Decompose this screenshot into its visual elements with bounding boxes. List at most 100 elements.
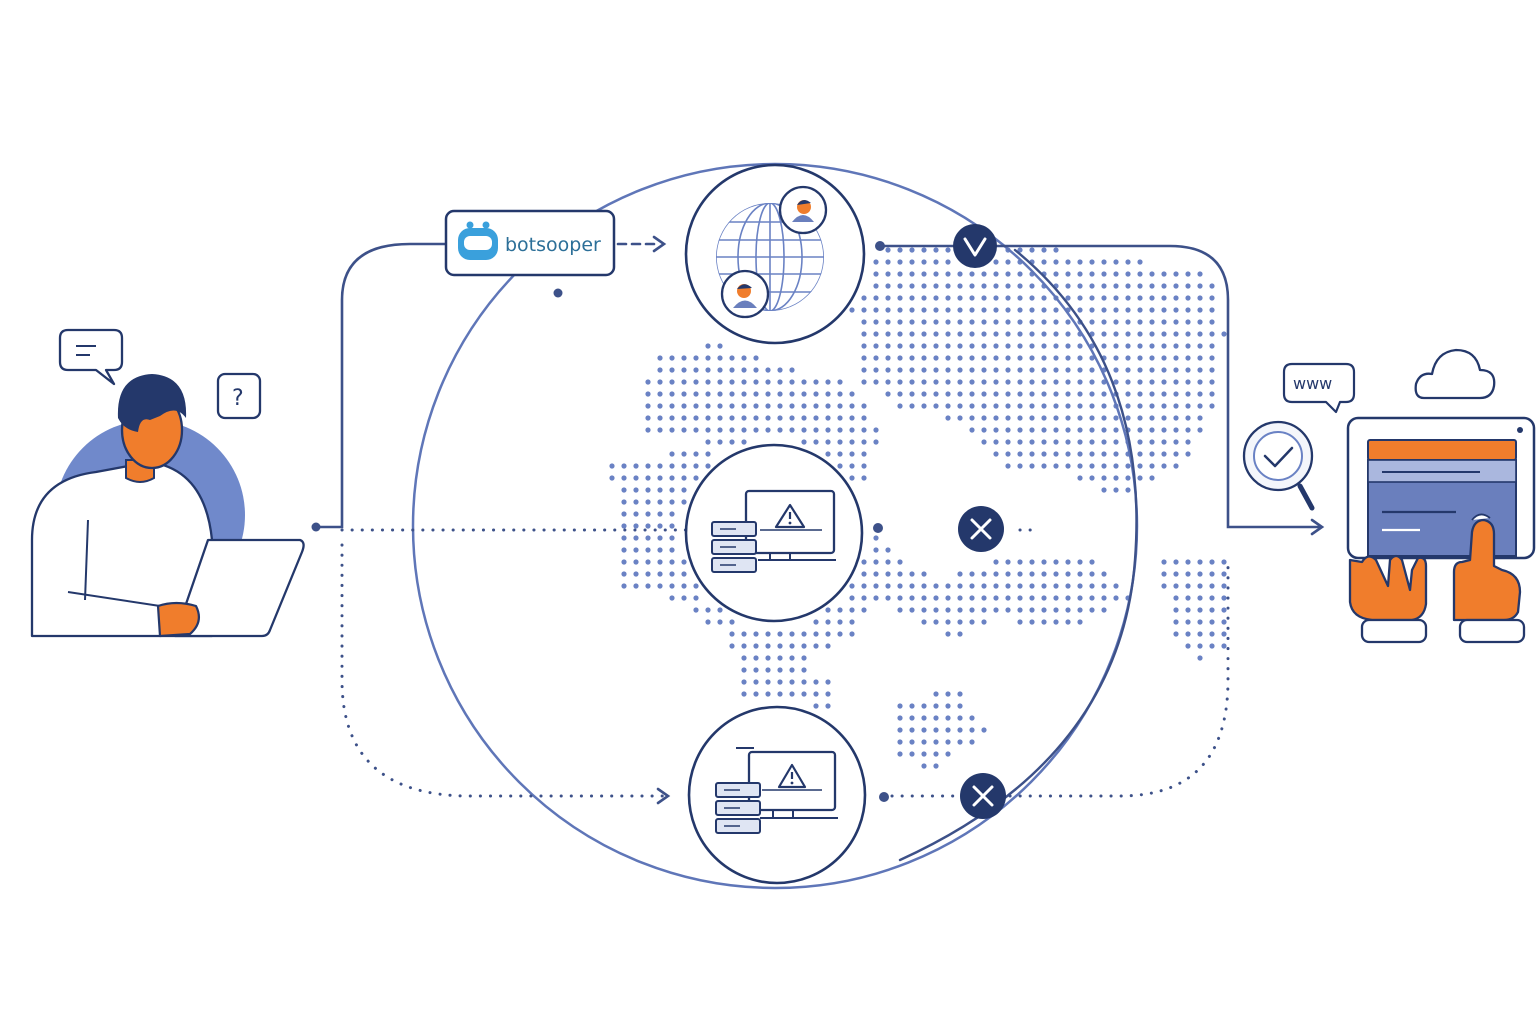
map-dot — [861, 415, 867, 421]
map-dot — [885, 331, 891, 337]
status-blocked-badge-1 — [958, 506, 1004, 552]
map-dot — [945, 331, 951, 337]
map-dot — [945, 319, 951, 325]
map-dot — [1101, 607, 1107, 613]
map-dot — [645, 475, 651, 481]
map-dot — [741, 415, 747, 421]
map-dot — [969, 355, 975, 361]
map-dot — [717, 343, 723, 349]
map-dot — [921, 331, 927, 337]
map-dot — [681, 487, 687, 493]
map-dot — [1065, 403, 1071, 409]
map-dot — [945, 271, 951, 277]
map-dot — [1089, 307, 1095, 313]
map-dot — [933, 259, 939, 265]
map-dot — [693, 475, 699, 481]
map-dot — [957, 415, 963, 421]
left-hand — [1348, 554, 1428, 622]
map-dot — [1041, 415, 1047, 421]
map-dot — [753, 415, 759, 421]
map-dot — [1161, 427, 1167, 433]
map-dot — [945, 295, 951, 301]
map-dot — [1197, 571, 1203, 577]
map-dot — [921, 751, 927, 757]
map-dot — [777, 391, 783, 397]
map-dot — [1209, 595, 1215, 601]
map-dot — [969, 727, 975, 733]
map-dot — [969, 619, 975, 625]
map-dot — [993, 391, 999, 397]
map-dot — [789, 391, 795, 397]
map-dot — [1125, 391, 1131, 397]
map-dot — [933, 295, 939, 301]
map-dot — [1113, 427, 1119, 433]
x-icon — [972, 785, 994, 807]
map-dot — [669, 559, 675, 565]
map-dot — [897, 703, 903, 709]
map-dot — [1197, 403, 1203, 409]
map-dot — [1041, 391, 1047, 397]
map-dot — [1113, 259, 1119, 265]
route-proxy-line — [316, 242, 448, 529]
map-dot — [681, 451, 687, 457]
map-dot — [1185, 343, 1191, 349]
map-dot — [897, 367, 903, 373]
map-dot — [633, 523, 639, 529]
map-dot — [981, 331, 987, 337]
map-dot — [717, 403, 723, 409]
map-dot — [909, 715, 915, 721]
map-dot — [1089, 607, 1095, 613]
map-dot — [897, 739, 903, 745]
map-dot — [885, 319, 891, 325]
map-dot — [969, 331, 975, 337]
map-dot — [777, 427, 783, 433]
map-dot — [1077, 571, 1083, 577]
map-dot — [897, 283, 903, 289]
map-dot — [933, 247, 939, 253]
map-dot — [981, 727, 987, 733]
map-dot — [981, 379, 987, 385]
map-dot — [1065, 367, 1071, 373]
map-dot — [1089, 559, 1095, 565]
map-dot — [1029, 247, 1035, 253]
map-dot — [1029, 343, 1035, 349]
map-dot — [1197, 607, 1203, 613]
map-dot — [969, 379, 975, 385]
map-dot — [1089, 427, 1095, 433]
user-figure: ? — [30, 328, 305, 638]
map-dot — [1113, 271, 1119, 277]
map-dot — [1113, 331, 1119, 337]
map-dot — [645, 499, 651, 505]
map-dot — [861, 403, 867, 409]
map-dot — [993, 259, 999, 265]
map-dot — [945, 247, 951, 253]
map-dot — [933, 319, 939, 325]
map-dot — [1017, 331, 1023, 337]
map-dot — [957, 295, 963, 301]
map-dot — [1209, 559, 1215, 565]
map-dot — [885, 547, 891, 553]
map-dot — [849, 415, 855, 421]
map-dot — [1209, 643, 1215, 649]
map-dot — [1005, 295, 1011, 301]
map-dot — [933, 619, 939, 625]
x-icon — [970, 518, 992, 540]
map-dot — [1005, 391, 1011, 397]
map-dot — [1053, 583, 1059, 589]
map-dot — [945, 355, 951, 361]
map-dot — [753, 679, 759, 685]
map-dot — [1029, 403, 1035, 409]
map-dot — [657, 415, 663, 421]
map-dot — [1041, 583, 1047, 589]
map-dot — [897, 271, 903, 277]
map-dot — [981, 415, 987, 421]
map-dot — [621, 583, 627, 589]
map-dot — [1197, 355, 1203, 361]
map-dot — [1029, 427, 1035, 433]
map-dot — [1005, 559, 1011, 565]
map-dot — [1209, 367, 1215, 373]
map-dot — [621, 559, 627, 565]
user-arm — [67, 591, 161, 607]
map-dot — [1077, 415, 1083, 421]
map-dot — [813, 703, 819, 709]
